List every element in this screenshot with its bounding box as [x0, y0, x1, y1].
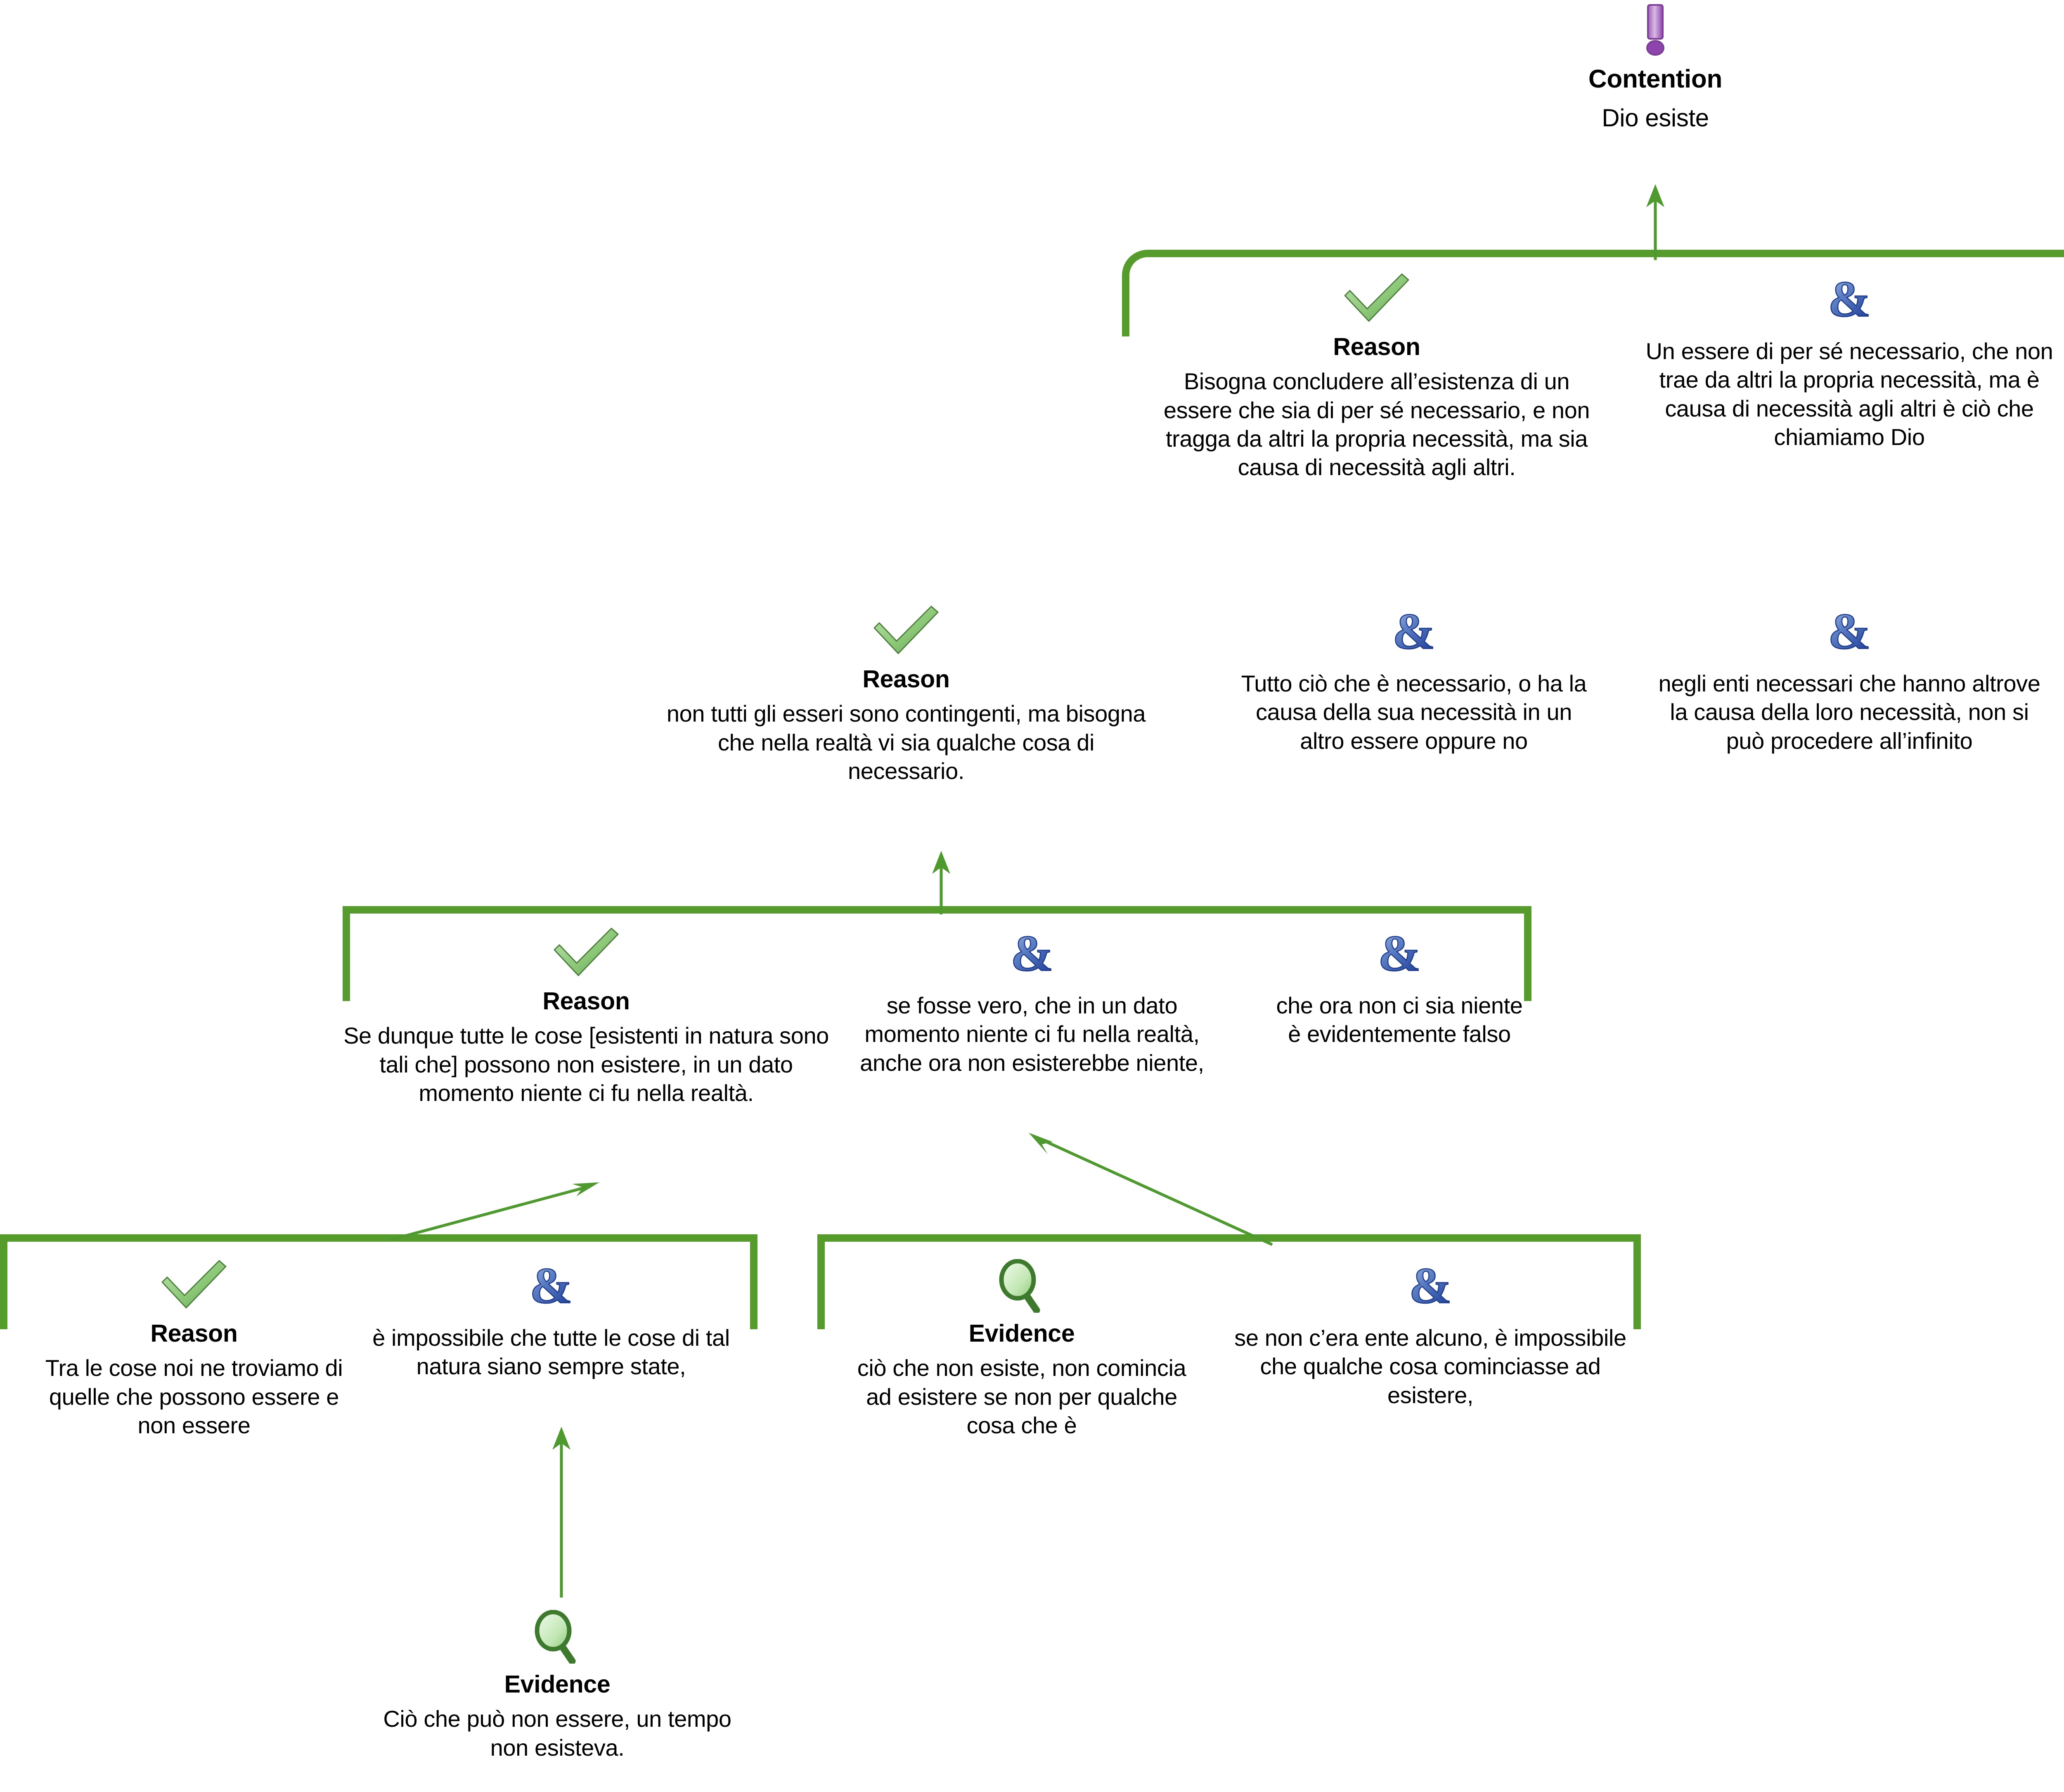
node-body-text: se fosse vero, che in un dato momento ni…	[860, 992, 1204, 1076]
arrow-tier2-to-contention	[1646, 184, 1664, 260]
node-type-label: Contention	[1588, 65, 1723, 93]
green-check-icon	[343, 927, 830, 980]
blue-ampersand-icon: &	[840, 927, 1224, 980]
bracket-tier2-to-contention	[1122, 250, 2064, 336]
bracket-tier4-to-tier3	[343, 906, 1531, 1001]
svg-text:&: &	[530, 1259, 572, 1309]
node-body-text: è impossibile che tutte le cose di tal n…	[372, 1325, 730, 1380]
node-tier5-copremise-1[interactable]: & è impossibile che tutte le cose di tal…	[372, 1259, 731, 1381]
svg-text:&: &	[1828, 272, 1870, 323]
node-type-label: Reason	[542, 987, 630, 1015]
node-type-label: Evidence	[968, 1320, 1075, 1347]
bracket-tier5-right-to-tier4	[817, 1234, 1641, 1329]
node-tier3-reason[interactable]: Reason non tutti gli esseri sono conting…	[660, 605, 1152, 785]
node-contention[interactable]: Contention Dio esiste	[1478, 4, 1833, 133]
node-body-text: non tutti gli esseri sono contingenti, m…	[666, 701, 1146, 784]
node-tier5-reason[interactable]: Reason Tra le cose noi ne troviamo di qu…	[37, 1259, 351, 1439]
node-tier4-copremise-1[interactable]: & se fosse vero, che in un dato momento …	[840, 927, 1224, 1077]
node-tier3-copremise-1[interactable]: & Tutto ciò che è necessario, o ha la ca…	[1234, 605, 1593, 755]
green-check-icon	[1152, 272, 1602, 326]
svg-text:&: &	[1378, 927, 1420, 977]
bracket-tier5-left-to-tier4	[0, 1234, 757, 1329]
node-tier5-copremise-2[interactable]: & se non c’era ente alcuno, è impossibil…	[1234, 1259, 1626, 1409]
node-body-text: Se dunque tutte le cose [esistenti in na…	[343, 1023, 829, 1106]
node-body-text: ciò che non esiste, non comincia ad esis…	[857, 1355, 1186, 1439]
node-body-text: che ora non ci sia niente è evidentement…	[1276, 992, 1523, 1047]
node-type-label: Reason	[862, 665, 950, 693]
blue-ampersand-icon: &	[1234, 605, 1593, 658]
green-check-icon	[37, 1259, 351, 1313]
node-tier2-copremise[interactable]: & Un essere di per sé necessario, che no…	[1626, 272, 2064, 452]
node-body-text: se non c’era ente alcuno, è impossibile …	[1234, 1325, 1626, 1408]
node-tier4-reason[interactable]: Reason Se dunque tutte le cose [esistent…	[343, 927, 830, 1107]
blue-ampersand-icon: &	[372, 1259, 731, 1313]
node-body-text: Un essere di per sé necessario, che non …	[1645, 338, 2053, 450]
blue-ampersand-icon: &	[1271, 927, 1527, 980]
arrow-tier4-to-tier3	[932, 851, 950, 914]
blue-ampersand-icon: &	[1234, 1259, 1626, 1313]
blue-ampersand-icon: &	[1655, 605, 2043, 658]
node-type-label: Evidence	[504, 1671, 611, 1698]
node-body-text: Bisogna concludere all’esistenza di un e…	[1163, 368, 1590, 481]
node-type-label: Reason	[1333, 333, 1420, 360]
node-body-text: negli enti necessari che hanno altrove l…	[1658, 670, 2040, 754]
node-tier4-copremise-2[interactable]: & che ora non ci sia niente è evidenteme…	[1271, 927, 1527, 1049]
arrow-tier6-to-tier5-copremise	[552, 1427, 570, 1598]
svg-text:&: &	[1392, 605, 1435, 655]
node-tier6-evidence[interactable]: Evidence Ciò che può non essere, un temp…	[363, 1610, 751, 1762]
node-body-text: Ciò che può non essere, un tempo non esi…	[383, 1706, 731, 1761]
node-body-text: Tra le cose noi ne troviamo di quelle ch…	[45, 1355, 343, 1439]
purple-exclamation-icon	[1478, 4, 1833, 58]
node-body-text: Dio esiste	[1602, 104, 1709, 132]
green-magnifier-icon	[363, 1610, 751, 1664]
blue-ampersand-icon: &	[1626, 272, 2064, 326]
node-tier5-evidence[interactable]: Evidence ciò che non esiste, non cominci…	[844, 1259, 1199, 1439]
arrow-tier5-right-to-tier4-copremise	[1029, 1133, 1273, 1246]
green-check-icon	[660, 605, 1152, 658]
green-magnifier-icon	[844, 1259, 1199, 1313]
arrow-tier5-left-to-tier4-reason	[388, 1182, 599, 1242]
node-body-text: Tutto ciò che è necessario, o ha la caus…	[1241, 670, 1587, 754]
svg-text:&: &	[1828, 605, 1870, 655]
svg-text:&: &	[1011, 927, 1053, 977]
svg-text:&: &	[1409, 1259, 1451, 1309]
node-tier3-copremise-2[interactable]: & negli enti necessari che hanno altrove…	[1655, 605, 2043, 755]
node-tier2-reason[interactable]: Reason Bisogna concludere all’esistenza …	[1152, 272, 1602, 482]
node-type-label: Reason	[150, 1320, 238, 1347]
